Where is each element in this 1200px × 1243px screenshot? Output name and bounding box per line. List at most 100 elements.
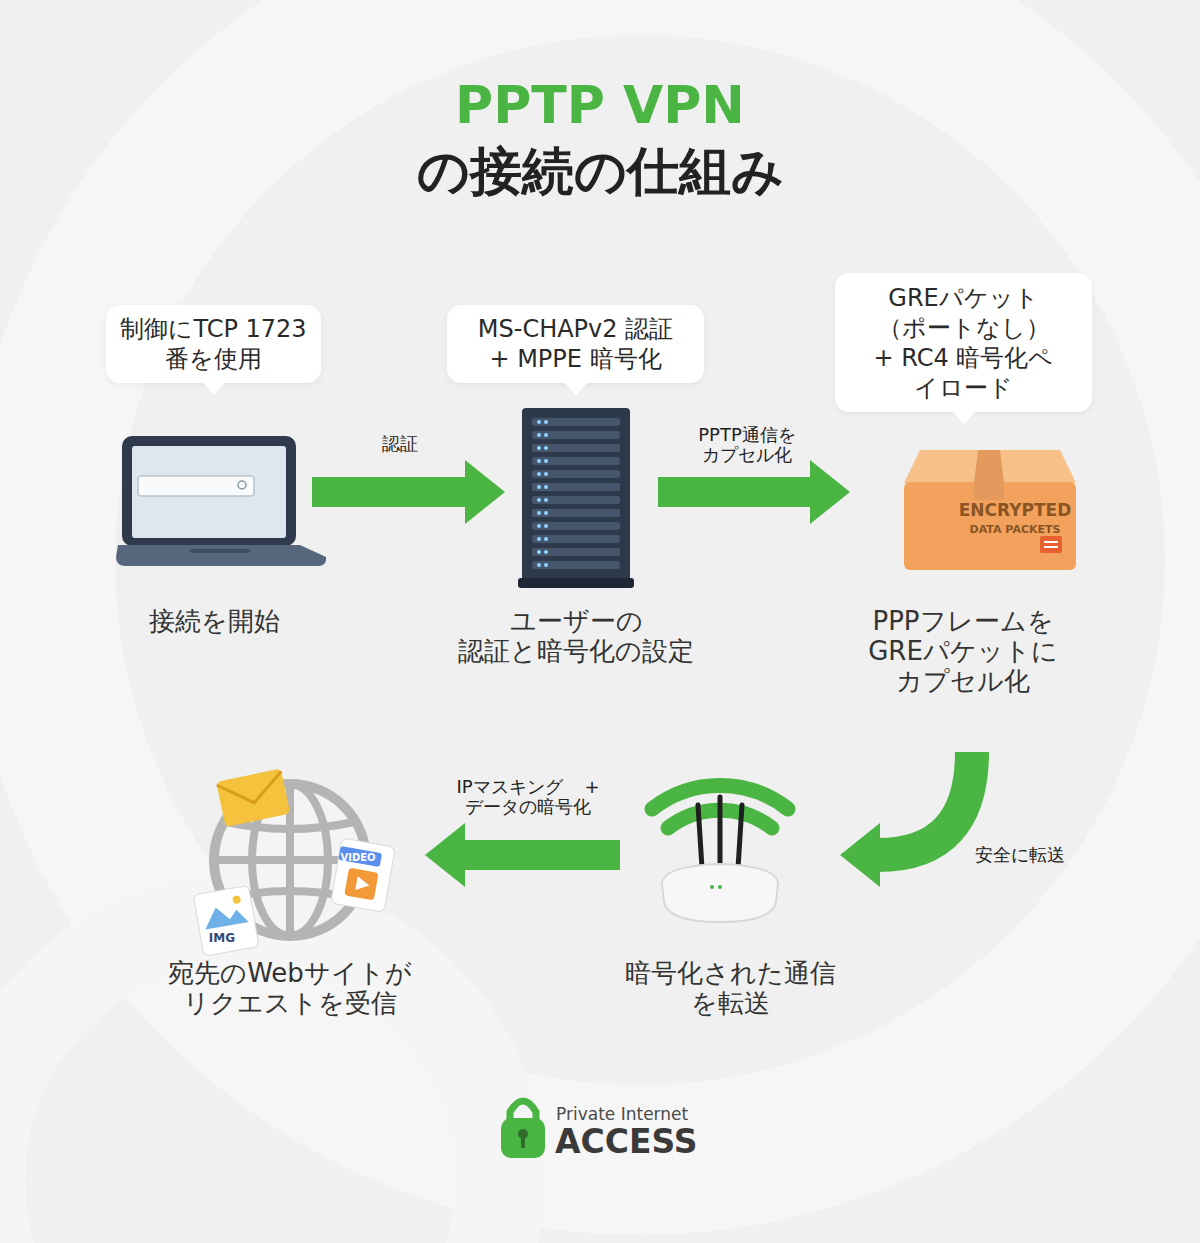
package-icon [974,482,1004,500]
callout-bubble: 制御にTCP 1723 番を使用 [106,305,321,383]
station-label: 暗号化された通信 を転送 [610,958,850,1018]
server-icon [532,561,620,569]
video-file-icon [331,838,396,912]
callout-text: MS-CHAPv2 認証 + MPPE 暗号化 [473,314,678,374]
video-file-icon [331,838,396,912]
arrow-shaft [463,840,620,870]
illustration-text: DATA PACKETS [955,523,1075,536]
laptop-icon [190,549,250,553]
background-rings [40,0,1200,1160]
callout-tail [202,382,226,395]
illustration-text: VIDEO [336,852,380,864]
router-icon [698,805,702,868]
laptop-icon [116,545,326,566]
logo-lock-icon [501,1101,545,1158]
illustration-text: Private Internet [556,1104,756,1124]
edge-label: IPマスキング + データの暗号化 [453,777,604,817]
router-icon [662,864,778,922]
flow-arrow [425,823,620,887]
server-icon [532,548,620,556]
server-icon [532,431,620,439]
station-caption: 暗号化された通信 を転送 [610,958,850,1018]
callout-tail [952,411,976,424]
server-icon [532,444,620,452]
router-icon [718,797,723,866]
arrow-shaft [658,477,812,507]
package-icon [1044,546,1058,548]
laptop-icon [132,446,286,538]
station-caption: PPPフレームを GREパケットに カプセル化 [848,606,1078,696]
package-icon [974,450,1004,483]
server-icon [532,418,620,426]
logo-lock-icon [521,1134,525,1148]
callout-tail [952,411,976,424]
background-rings [0,920,500,1243]
arrow-head [425,823,465,887]
station-node: 接続を開始 [110,435,310,565]
callout-tail [564,382,588,395]
server-icon [532,535,620,543]
package-icon [904,482,1076,570]
server-icon [518,578,634,588]
station-caption: 宛先のWebサイトが リクエストを受信 [150,958,430,1018]
flow-arrow [658,460,850,524]
station-label: ユーザーの 認証と暗号化の設定 [446,606,706,666]
package-icon [904,450,1076,570]
station-label: 接続を開始 [84,606,344,636]
illustration-text: ACCESS [555,1122,775,1162]
edge-label: 安全に転送 [955,845,1085,865]
image-file-icon [232,895,241,904]
video-file-icon [355,876,370,892]
server-icon [522,408,630,584]
router-icon [710,885,714,889]
station-label: PPPフレームを GREパケットに カプセル化 [848,606,1078,696]
video-file-icon [344,868,378,901]
callout-bubble: MS-CHAPv2 認証 + MPPE 暗号化 [447,305,704,383]
arrow-head [810,460,850,524]
image-file-icon [193,885,259,956]
server-icon [518,408,634,588]
server-icon [532,470,620,478]
station-label: 宛先のWebサイトが リクエストを受信 [150,958,430,1018]
image-file-icon [193,885,259,956]
router-icon [738,805,742,868]
server-icon [532,509,620,517]
station-caption: ユーザーの 認証と暗号化の設定 [446,606,706,666]
envelope-icon [216,768,290,827]
server-icon [532,522,620,530]
station-caption: 接続を開始 [84,606,344,636]
arrow-head [840,823,880,887]
callout-text: 制御にTCP 1723 番を使用 [114,314,314,374]
globe-icon [226,822,354,829]
router-icon [718,885,722,889]
callout-tail [564,382,588,395]
laptop-icon [122,436,296,546]
callout-tail [202,382,226,395]
laptop-icon [138,476,254,496]
edge-label: PPTP通信を カプセル化 [682,425,812,465]
illustration-text: IMG [202,931,242,945]
router-icon [652,785,788,922]
logo-lock-icon [501,1118,545,1158]
image-file-icon [202,902,249,929]
flow-arrow [840,752,972,887]
diagram-title: PPTP VPN の接続の仕組み [300,72,900,204]
server-icon [532,496,620,504]
station-node: 暗号化された通信 を転送 [662,765,778,920]
illustration-text: ENCRYPTED [955,500,1075,520]
laptop-icon [238,481,246,489]
server-icon [532,483,620,491]
server-icon [532,457,620,465]
package-icon [904,450,1076,483]
arrow-head [465,460,505,524]
laptop-icon [116,436,326,566]
edge-label: 認証 [360,434,440,454]
envelope-icon [216,768,290,827]
arrow-shaft [312,477,467,507]
callout-text: GREパケット （ポートなし） + RC4 暗号化ペイロード [869,283,1059,403]
package-icon [1044,541,1058,543]
package-icon [1040,536,1062,553]
arrow-shaft [878,752,972,855]
